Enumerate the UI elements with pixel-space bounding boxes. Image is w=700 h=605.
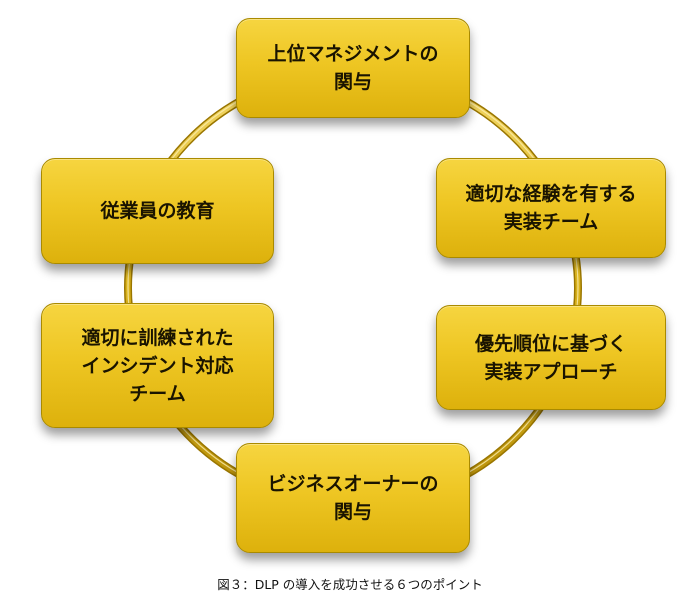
node-experienced-team: 適切な経験を有する 実装チーム xyxy=(436,158,666,258)
node-business-owner: ビジネスオーナーの 関与 xyxy=(236,443,470,553)
node-top-management-label: 上位マネジメントの 関与 xyxy=(267,43,439,93)
node-priority-approach: 優先順位に基づく 実装アプローチ xyxy=(436,305,666,410)
node-experienced-team-label: 適切な経験を有する 実装チーム xyxy=(465,183,637,233)
node-business-owner-label: ビジネスオーナーの 関与 xyxy=(267,473,439,523)
node-priority-approach-label: 優先順位に基づく 実装アプローチ xyxy=(474,332,627,383)
node-incident-response-team: 適切に訓練された インシデント対応 チーム xyxy=(41,303,274,428)
node-incident-response-team-label: 適切に訓練された インシデント対応 チーム xyxy=(81,326,234,405)
node-top-management: 上位マネジメントの 関与 xyxy=(236,18,470,118)
dlp-success-diagram: 上位マネジメントの 関与 従業員の教育 適切な経験を有する 実装チーム 適切に訓… xyxy=(41,18,666,553)
node-employee-education: 従業員の教育 xyxy=(41,158,274,264)
node-employee-education-label: 従業員の教育 xyxy=(100,200,215,222)
ring-band xyxy=(125,69,581,507)
figure-caption: 図３：DLP の導入を成功させる６つのポイント xyxy=(217,577,483,592)
